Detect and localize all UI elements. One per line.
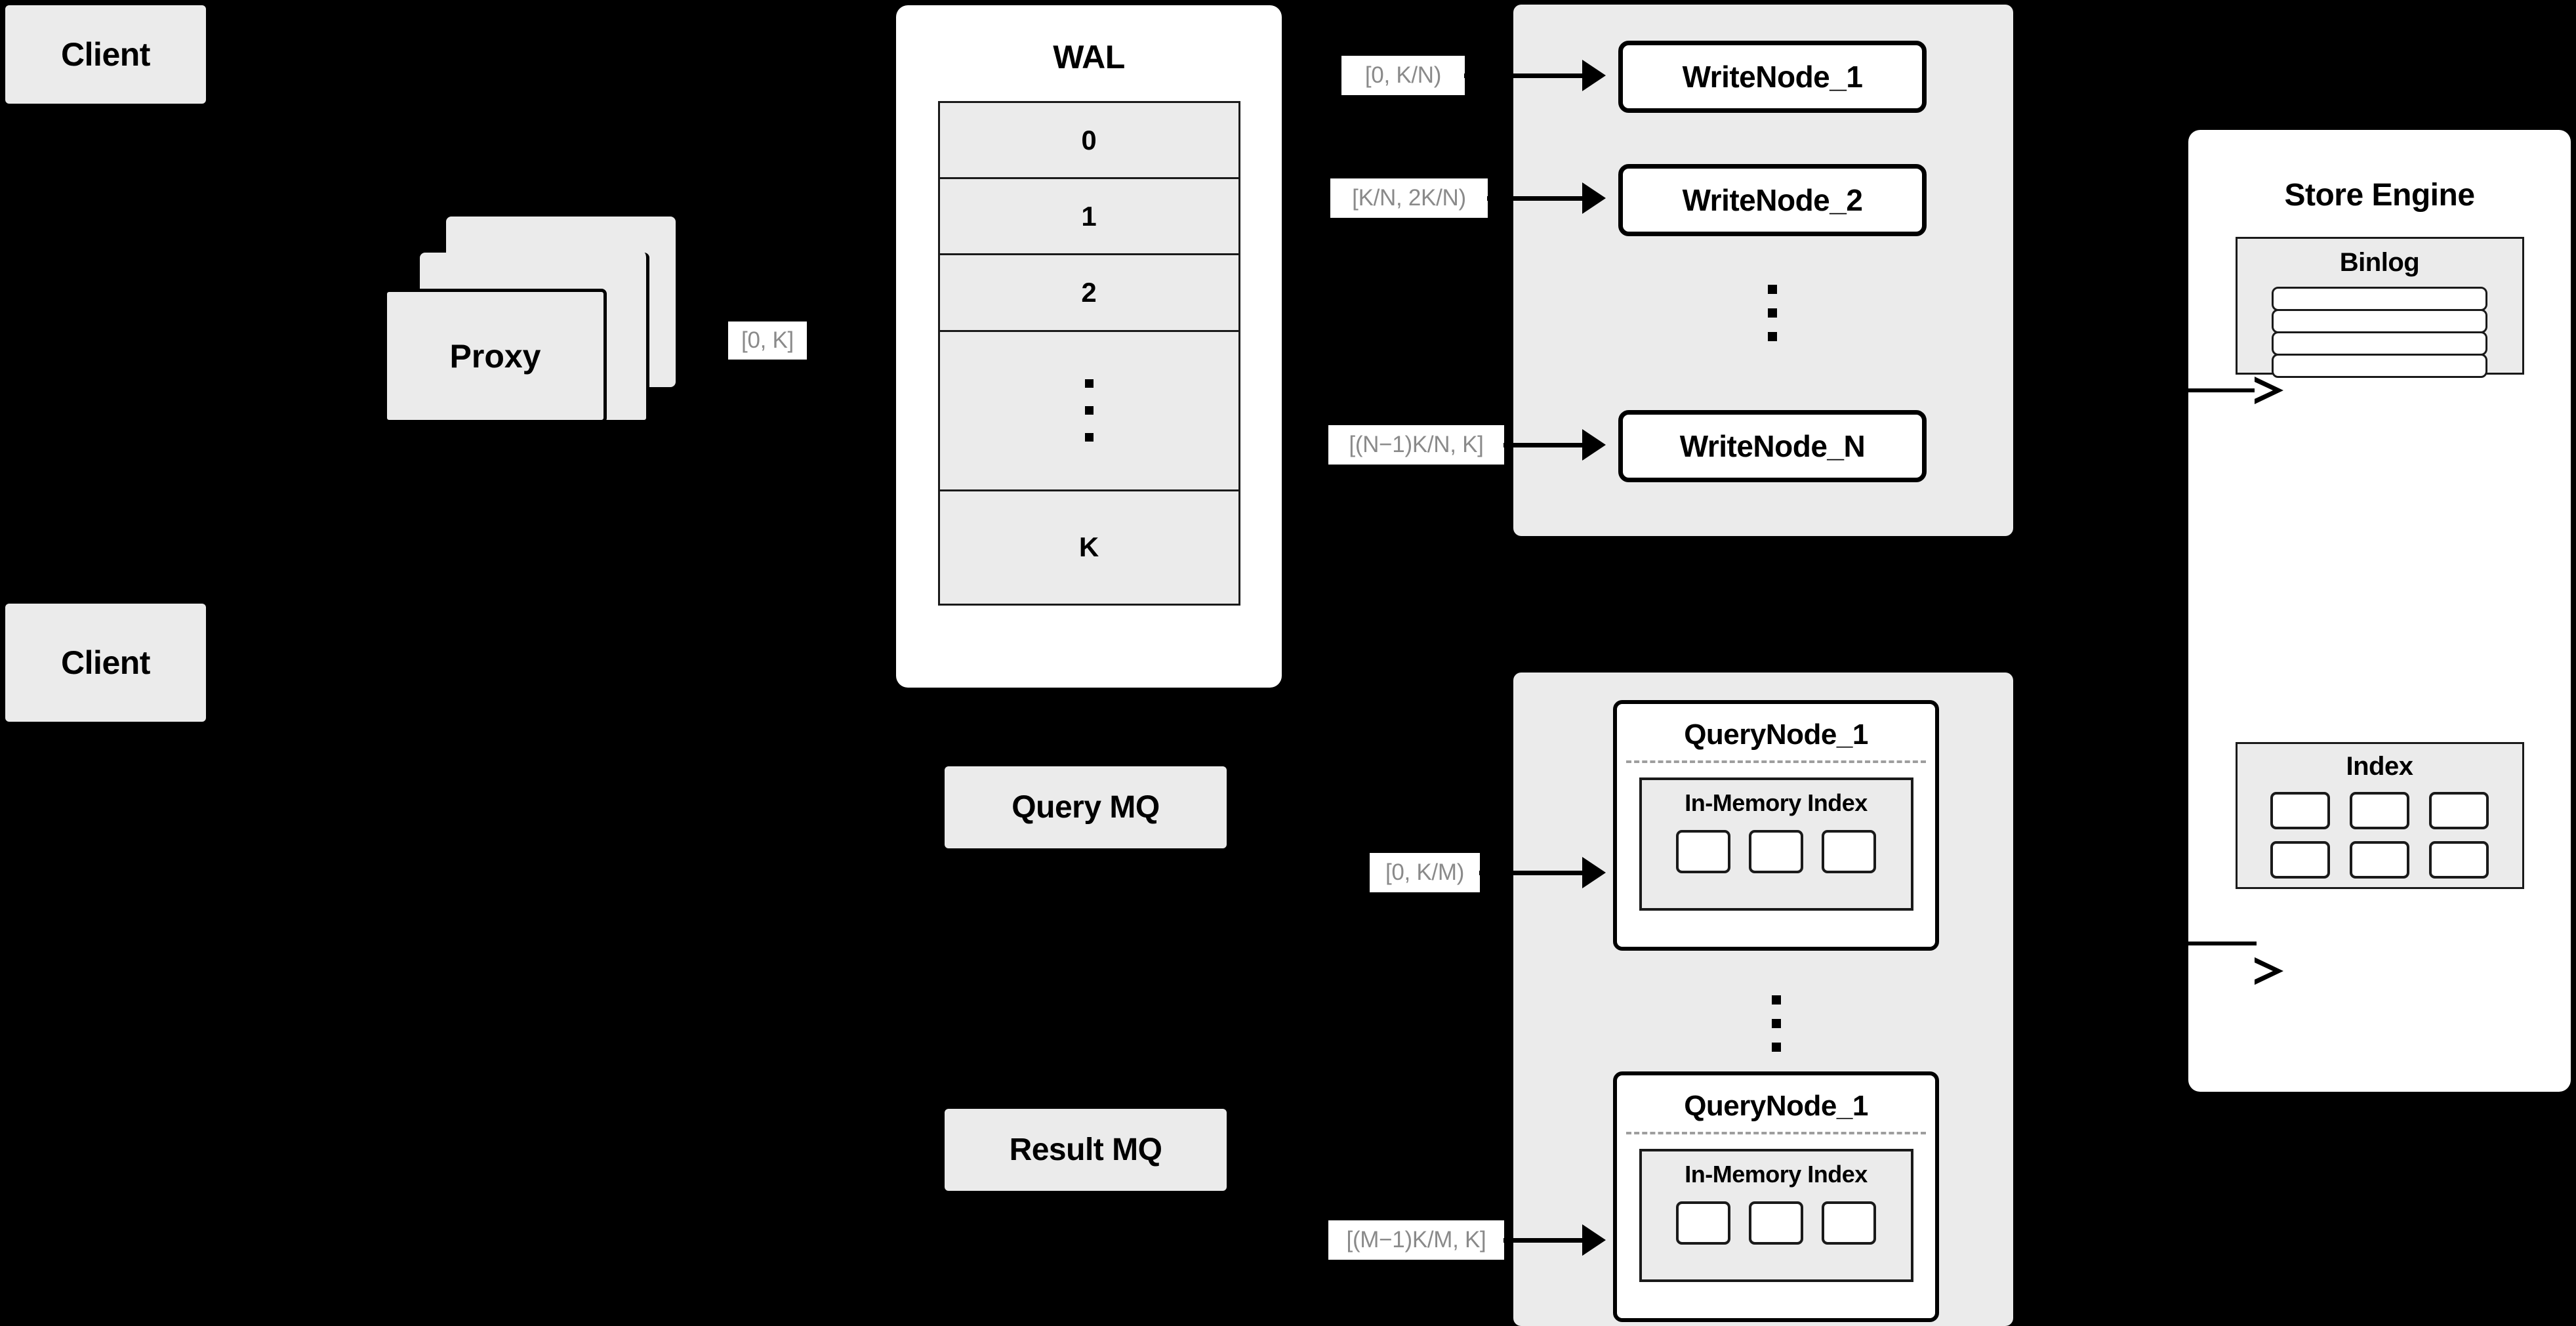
binlog-row xyxy=(2272,287,2487,311)
store-index-title: Index xyxy=(2346,752,2413,781)
store-index-cell xyxy=(2270,792,2330,829)
query-node-2-index-cell xyxy=(1676,1201,1730,1245)
query-node-1-label: QueryNode_1 xyxy=(1684,718,1868,751)
query-node-2-index-cell xyxy=(1822,1201,1876,1245)
query-node-1-index-box: In-Memory Index xyxy=(1639,777,1913,911)
write-node-2[interactable]: WriteNode_2 xyxy=(1618,164,1927,236)
query-node-1-index-cell xyxy=(1676,830,1730,873)
query-node-1-separator xyxy=(1626,760,1926,763)
write-node-1-arrow-head xyxy=(1582,60,1606,91)
store-index-box: Index xyxy=(2235,742,2524,889)
query-node-2-separator xyxy=(1626,1132,1926,1134)
store-index-cell xyxy=(2270,841,2330,879)
write-node-n-interval: [(N−1)K/N, K] xyxy=(1328,425,1504,465)
query-node-1-index-label: In-Memory Index xyxy=(1685,789,1868,816)
binlog-arrow-head xyxy=(2255,377,2283,404)
query-node-1-arrow-line xyxy=(1479,871,1582,875)
proxy-label: Proxy xyxy=(449,337,541,375)
query-node-2-label: QueryNode_1 xyxy=(1684,1090,1868,1122)
proxy-box[interactable]: Proxy xyxy=(384,289,607,423)
proxy-output-interval: [0, K] xyxy=(728,321,807,360)
query-node-1-index-cell xyxy=(1822,830,1876,873)
client-label-1: Client xyxy=(61,36,150,73)
binlog-arrow-line xyxy=(2184,388,2257,392)
store-index-cell xyxy=(2350,792,2409,829)
client-label-2: Client xyxy=(61,644,150,681)
store-engine-title: Store Engine xyxy=(2284,178,2475,213)
query-node-2-interval: [(M−1)K/M, K] xyxy=(1328,1220,1504,1260)
query-mq-label: Query MQ xyxy=(1012,790,1160,825)
write-cluster-panel: WriteNode_1 WriteNode_2 WriteNode_N xyxy=(1513,5,2013,536)
query-mq-box[interactable]: Query MQ xyxy=(945,766,1227,848)
write-node-2-label: WriteNode_2 xyxy=(1682,183,1863,217)
query-cluster-ellipsis xyxy=(1768,981,1785,1066)
write-node-2-arrow-head xyxy=(1582,182,1606,214)
store-index-cell xyxy=(2350,841,2409,879)
write-node-n[interactable]: WriteNode_N xyxy=(1618,410,1927,482)
store-engine-panel: Store Engine Binlog Index xyxy=(2188,130,2571,1092)
result-mq-box[interactable]: Result MQ xyxy=(945,1109,1227,1191)
write-node-n-label: WriteNode_N xyxy=(1679,429,1866,463)
binlog-title: Binlog xyxy=(2339,248,2420,277)
write-node-1-arrow-line xyxy=(1464,73,1582,78)
write-node-1[interactable]: WriteNode_1 xyxy=(1618,41,1927,113)
wal-panel: WAL 0 1 2 K xyxy=(896,5,1282,688)
write-node-n-arrow-line xyxy=(1503,443,1582,447)
query-node-2-arrow-line xyxy=(1503,1238,1582,1243)
write-node-2-arrow-line xyxy=(1487,196,1582,201)
wal-row-0: 0 xyxy=(939,103,1238,180)
query-node-2-index-cell xyxy=(1749,1201,1803,1245)
query-node-1-interval: [0, K/M) xyxy=(1370,853,1480,892)
binlog-box: Binlog xyxy=(2235,237,2524,378)
write-node-1-label: WriteNode_1 xyxy=(1682,60,1863,94)
query-node-1-arrow-head xyxy=(1582,857,1606,888)
store-index-arrow-line xyxy=(2184,942,2257,945)
client-box-1[interactable]: Client xyxy=(5,5,206,104)
query-node-2[interactable]: QueryNode_1 In-Memory Index xyxy=(1613,1071,1939,1322)
write-node-2-interval: [K/N, 2K/N) xyxy=(1330,178,1488,218)
wal-row-K: K xyxy=(939,491,1238,604)
wal-title: WAL xyxy=(1053,39,1125,75)
wal-row-ellipsis xyxy=(939,331,1238,491)
binlog-row xyxy=(2272,309,2487,333)
query-node-1[interactable]: QueryNode_1 In-Memory Index xyxy=(1613,700,1939,951)
query-node-2-index-box: In-Memory Index xyxy=(1639,1149,1913,1282)
write-node-n-arrow-head xyxy=(1582,429,1606,461)
store-index-cell xyxy=(2429,841,2489,879)
query-node-2-arrow-head xyxy=(1582,1224,1606,1256)
wal-row-1: 1 xyxy=(939,179,1238,256)
wal-row-2: 2 xyxy=(939,255,1238,332)
query-node-2-index-label: In-Memory Index xyxy=(1685,1161,1868,1188)
store-index-cell xyxy=(2429,792,2489,829)
store-index-arrow-head xyxy=(2255,957,2283,985)
binlog-row xyxy=(2272,354,2487,378)
result-mq-label: Result MQ xyxy=(1009,1132,1162,1167)
wal-table: 0 1 2 K xyxy=(937,101,1240,606)
query-node-1-index-cell xyxy=(1749,830,1803,873)
client-box-2[interactable]: Client xyxy=(5,604,206,722)
query-cluster-panel: QueryNode_1 In-Memory Index QueryNode_1 xyxy=(1513,673,2013,1326)
write-cluster-ellipsis xyxy=(1764,270,1781,356)
binlog-row xyxy=(2272,331,2487,356)
write-node-1-interval: [0, K/N) xyxy=(1341,56,1465,95)
